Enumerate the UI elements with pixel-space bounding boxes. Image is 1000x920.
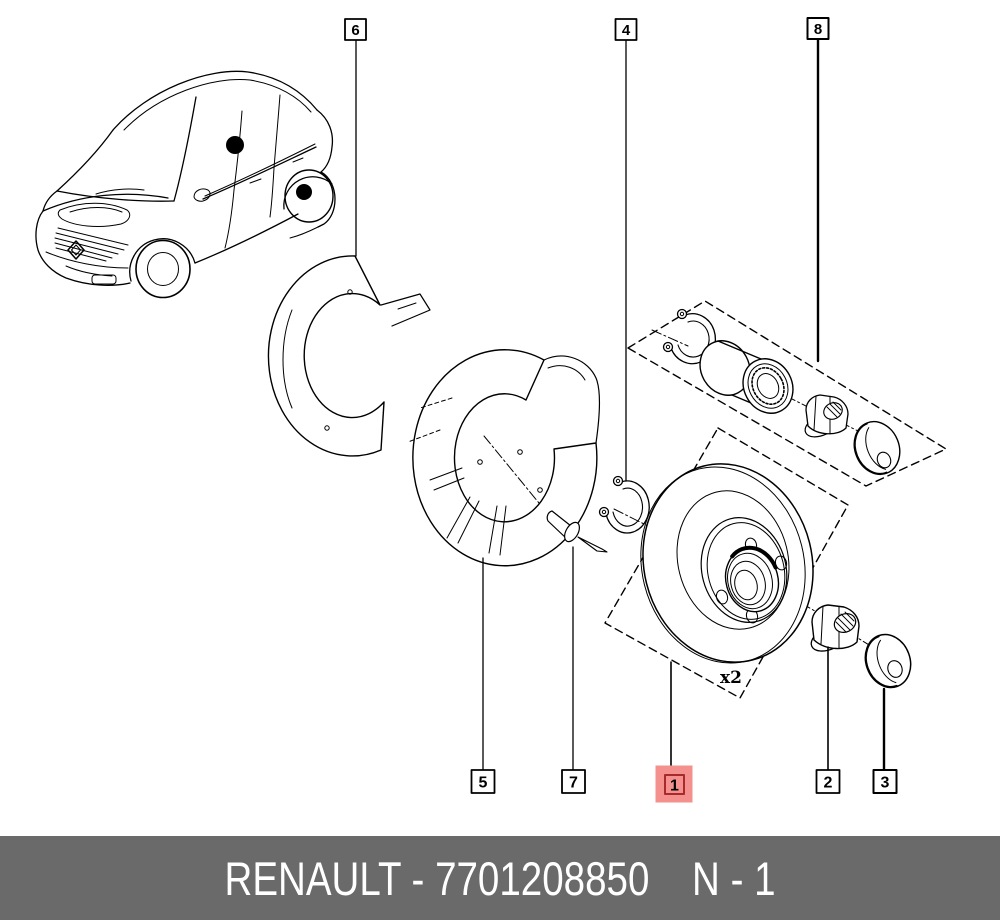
splash-shield-upper-outline — [267, 255, 385, 457]
quantity-label: x2 — [720, 668, 742, 688]
side-mirror — [193, 188, 211, 202]
roll-pin — [546, 510, 608, 553]
pin-flange — [564, 521, 580, 543]
footer-bar: RENAULT - 7701208850 N - 1 — [0, 836, 1000, 920]
kit-hub-cap — [853, 420, 901, 476]
front-wheel — [135, 239, 191, 299]
headlight — [57, 202, 131, 227]
grille-slats — [54, 227, 129, 262]
brake-disc: x2 — [640, 463, 814, 688]
hub-cap — [864, 633, 912, 689]
roof-line — [112, 70, 318, 131]
snap-ring — [598, 475, 650, 534]
svg-text:6: 6 — [351, 22, 359, 39]
footer-page-ref: N - 1 — [692, 851, 776, 905]
renault-logo — [67, 240, 85, 260]
door-handles — [249, 157, 304, 184]
pin-tip-arrow — [577, 536, 608, 553]
vehicle-thumbnail — [35, 70, 336, 299]
front-bumper — [35, 210, 131, 286]
callout-3[interactable]: 3 — [872, 769, 898, 794]
leader-lines — [355, 37, 886, 772]
callouts: 6 4 8 5 7 1 2 3 — [344, 17, 898, 803]
front-wheel-arch — [129, 238, 196, 282]
callout-1-highlight — [655, 765, 693, 803]
friction-face-edge — [676, 490, 790, 630]
splash-shield-upper — [267, 255, 431, 457]
kit-snap-ring — [662, 308, 716, 365]
exploded-parts-diagram: x2 6 4 8 — [35, 17, 947, 803]
hub-nut — [810, 604, 860, 652]
callout-2[interactable]: 2 — [815, 769, 841, 794]
rear-wheel-arch — [283, 176, 333, 210]
location-dot-rear-wheel — [296, 184, 312, 200]
callout-5[interactable]: 5 — [470, 769, 496, 794]
svg-text:1: 1 — [670, 778, 679, 795]
wheel-bearing — [699, 340, 794, 415]
mount-tab — [380, 293, 431, 327]
bearing-kit — [662, 308, 901, 476]
thread-hatch — [826, 401, 842, 418]
svg-text:7: 7 — [569, 775, 578, 792]
bearing-rollers — [751, 367, 785, 405]
kit-hub-nut — [804, 394, 849, 438]
hub-flange — [700, 517, 788, 623]
callout-7[interactable]: 7 — [561, 769, 586, 794]
svg-text:5: 5 — [479, 775, 488, 792]
a-pillar — [56, 129, 114, 192]
stud-hole — [715, 589, 729, 605]
svg-text:2: 2 — [824, 775, 833, 792]
rear-wheel — [284, 169, 334, 223]
mount-lobe — [543, 355, 600, 444]
callout-8[interactable]: 8 — [806, 17, 830, 40]
svg-text:3: 3 — [881, 775, 890, 792]
svg-text:4: 4 — [622, 22, 631, 39]
footer-text: RENAULT - 7701208850 N - 1 — [224, 855, 775, 902]
thread-hatch — [835, 611, 855, 633]
footer-part-number: RENAULT - 7701208850 — [224, 851, 650, 905]
callout-4[interactable]: 4 — [614, 18, 638, 41]
hood-line — [42, 193, 169, 212]
svg-text:8: 8 — [814, 21, 822, 38]
callout-6[interactable]: 6 — [344, 18, 367, 41]
bearing-seat-arc — [730, 545, 778, 570]
callout-1-selected[interactable]: 1 — [655, 765, 693, 803]
stiffening-ribs — [446, 496, 480, 544]
location-dot-door — [226, 136, 244, 154]
